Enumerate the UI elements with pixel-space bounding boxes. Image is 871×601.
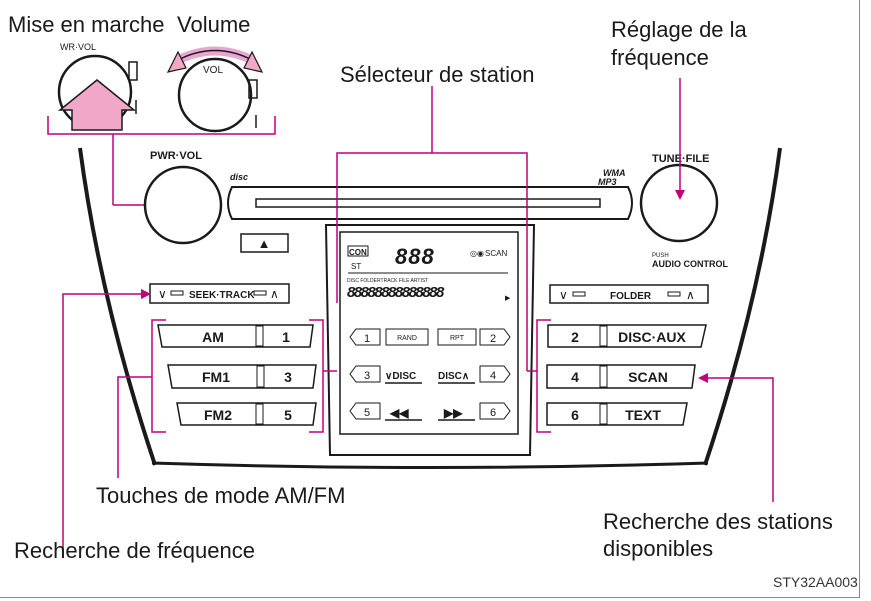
info-labels: DISC FOLDERTRACK FILE ARTIST — [347, 278, 428, 284]
preset-pad-6[interactable]: 6 — [479, 402, 511, 420]
folder-up-icon: ∧ — [686, 288, 695, 302]
callout-available-stations-2: disponibles — [603, 536, 714, 561]
rpt-label: RPT — [450, 335, 465, 342]
callout-volume: Volume — [177, 12, 251, 37]
eject-button[interactable]: ▲ — [240, 233, 289, 253]
st-indicator: ST — [351, 262, 361, 271]
scan-label: SCAN — [628, 369, 668, 385]
wma-label: WMA — [603, 168, 626, 178]
tune-file-knob[interactable]: TUNE·FILE PUSH AUDIO CONTROL — [639, 153, 728, 269]
push-label: PUSH — [652, 253, 669, 259]
disc-down-label[interactable]: ∨DISC — [385, 371, 416, 382]
preset-pad-2-num: 2 — [490, 333, 496, 345]
pwr-vol-knob[interactable]: PWR·VOL — [143, 150, 223, 245]
scan-button-4[interactable]: 4 SCAN — [546, 364, 696, 389]
disc-aux-label: DISC·AUX — [618, 329, 686, 345]
frequency-digits: 888 — [395, 244, 435, 269]
preset-pad-5[interactable]: 5 — [349, 402, 381, 420]
rpt-pad[interactable]: RPT — [437, 328, 477, 346]
disc-logo: disc — [230, 172, 248, 182]
fast-forward-icon[interactable]: ▶▶ — [443, 406, 463, 420]
press-arrow-icon — [57, 79, 137, 131]
display-unit: CON ST 888 ◎◉ SCAN DISC FOLDERTRACK FILE… — [324, 224, 536, 456]
disc-aux-button-2[interactable]: 2 DISC·AUX — [547, 324, 707, 348]
callout-power-on: Mise en marche — [8, 12, 165, 37]
preset-pad-4[interactable]: 4 — [479, 365, 511, 383]
text-segments: 88888888888888 — [347, 284, 445, 301]
folder-button[interactable]: ∨ FOLDER ∧ — [549, 284, 709, 304]
cd-slot — [227, 186, 633, 220]
scan-indicator: SCAN — [485, 249, 507, 258]
inset-knob-label: WR·VOL — [60, 42, 96, 52]
inset-vol-label: VOL — [203, 65, 223, 76]
fm2-label: FM2 — [204, 407, 232, 423]
preset-pad-2[interactable]: 2 — [479, 328, 511, 346]
inset-panel: WR·VOL VOL — [47, 42, 276, 210]
preset-2-label: 2 — [571, 329, 579, 345]
rewind-icon[interactable]: ◀◀ — [389, 406, 409, 420]
callout-station-selector: Sélecteur de station — [340, 62, 535, 87]
seek-track-label: SEEK·TRACK — [189, 290, 255, 301]
disc-up-label[interactable]: DISC∧ — [438, 371, 469, 382]
preset-pad-5-num: 5 — [364, 407, 370, 419]
preset-pad-3[interactable]: 3 — [349, 365, 381, 383]
scroll-arrow-icon: ▶ — [505, 295, 511, 302]
preset-pad-1[interactable]: 1 — [349, 328, 381, 346]
callout-available-stations-1: Recherche des stations — [603, 509, 833, 534]
right-preset-buttons: 2 DISC·AUX 4 SCAN 6 TEXT — [546, 324, 707, 426]
preset-pad-1-num: 1 — [364, 333, 370, 345]
preset-4-label: 4 — [571, 369, 579, 385]
rotate-left-arrow-icon — [166, 50, 187, 73]
callout-frequency-search: Recherche de fréquence — [14, 538, 255, 563]
rotate-right-arrow-icon — [243, 50, 264, 73]
seek-track-button[interactable]: ∨ SEEK·TRACK ∧ — [149, 283, 290, 304]
fm2-button-5[interactable]: FM2 5 — [176, 402, 317, 426]
fm1-button-3[interactable]: FM1 3 — [167, 364, 317, 389]
am-label: AM — [202, 329, 224, 345]
folder-label: FOLDER — [610, 291, 652, 302]
callout-am-fm-mode-keys: Touches de mode AM/FM — [96, 483, 346, 508]
rand-pad[interactable]: RAND — [385, 328, 429, 346]
preset-6-label: 6 — [571, 407, 579, 423]
callout-frequency-adjust-2: fréquence — [611, 45, 709, 70]
callout-lines — [62, 78, 774, 558]
folder-down-icon: ∨ — [559, 288, 568, 302]
preset-pad-6-num: 6 — [490, 407, 496, 419]
inset-volume-knob — [177, 57, 253, 133]
text-button-6[interactable]: 6 TEXT — [546, 402, 688, 426]
mp3-label: MP3 — [598, 177, 617, 187]
figure-code: STY32AA003 — [773, 574, 858, 590]
seek-up-icon: ∧ — [270, 287, 279, 301]
preset-3-label: 3 — [284, 369, 292, 385]
preset-1-label: 1 — [282, 329, 290, 345]
seek-down-icon: ∨ — [158, 287, 167, 301]
callout-frequency-adjust-1: Réglage de la — [611, 17, 747, 42]
pwr-vol-label: PWR·VOL — [150, 150, 202, 162]
rand-label: RAND — [397, 335, 417, 342]
rand-icon: ◎◉ — [470, 249, 484, 258]
am-button-1[interactable]: AM 1 — [157, 324, 314, 348]
audio-control-label: AUDIO CONTROL — [652, 259, 728, 269]
preset-5-label: 5 — [284, 407, 292, 423]
fm1-label: FM1 — [202, 369, 230, 385]
preset-pad-3-num: 3 — [364, 370, 370, 382]
preset-pad-4-num: 4 — [490, 370, 496, 382]
callout-arrowheads — [141, 190, 708, 383]
left-preset-buttons: AM 1 FM1 3 FM2 5 — [157, 324, 317, 426]
inset-disc-slot-left — [128, 61, 138, 81]
eject-icon: ▲ — [258, 236, 271, 251]
text-label: TEXT — [625, 407, 661, 423]
con-indicator: CON — [349, 248, 367, 257]
console-body — [78, 147, 782, 469]
